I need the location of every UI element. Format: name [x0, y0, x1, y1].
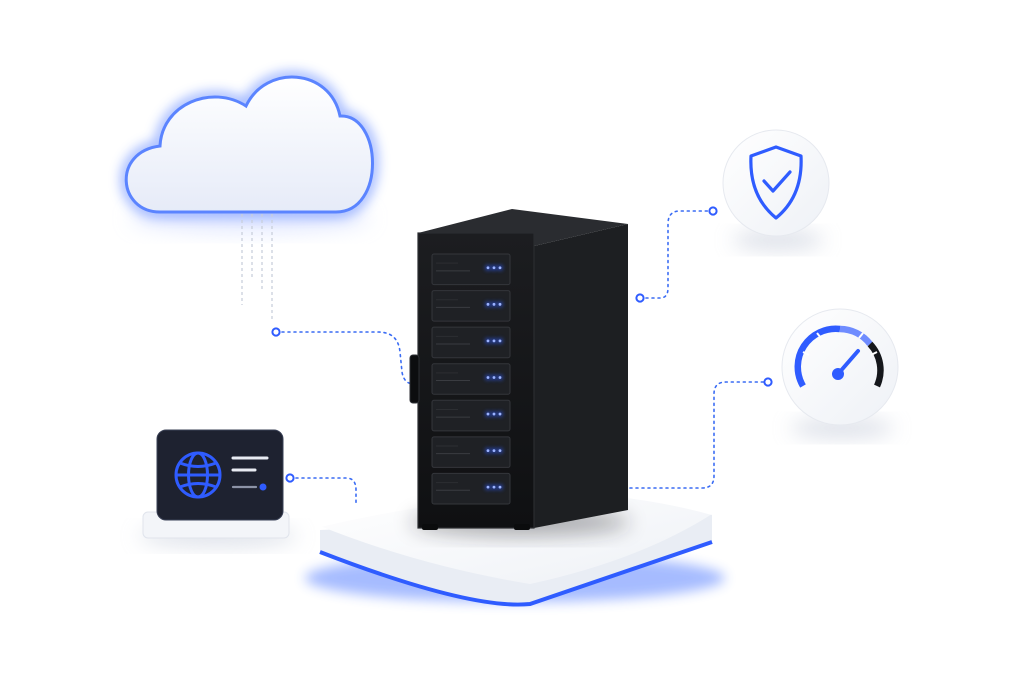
rack-unit	[431, 363, 511, 395]
cloud-icon	[124, 75, 374, 214]
status-led	[486, 339, 490, 343]
status-led	[498, 376, 502, 379]
rack-foot-left	[422, 524, 438, 530]
rack-foot-right	[514, 524, 530, 530]
security-node	[722, 129, 830, 249]
connector-endpoints	[271, 206, 773, 483]
server-rack	[409, 209, 630, 536]
panel-status-dot	[259, 483, 267, 491]
status-led	[498, 266, 502, 270]
rack-side	[534, 224, 628, 528]
connector-server-security	[639, 210, 713, 299]
rack-unit	[431, 472, 511, 505]
connector-cloud-server	[275, 331, 415, 385]
connector-lines	[275, 210, 769, 507]
status-led	[486, 449, 490, 453]
speedometer-icon	[794, 325, 884, 388]
status-led	[486, 266, 490, 270]
cloud-node	[121, 72, 378, 232]
status-led	[486, 302, 490, 306]
status-led	[492, 339, 496, 343]
rack-unit	[431, 253, 511, 286]
connector-network-server	[289, 477, 357, 507]
status-led	[486, 412, 490, 416]
globe-icon	[174, 451, 222, 499]
status-led	[492, 412, 496, 416]
rack-handle	[409, 354, 420, 404]
panel-text-lines	[231, 456, 269, 489]
status-led	[498, 449, 502, 453]
status-led	[486, 376, 490, 379]
status-led	[498, 302, 502, 306]
status-led	[492, 449, 496, 453]
status-led	[492, 376, 496, 379]
status-led	[498, 412, 502, 416]
status-led	[492, 266, 496, 270]
status-led	[492, 302, 496, 306]
cloud-connector	[241, 214, 273, 320]
status-led	[492, 485, 496, 489]
rack-unit	[431, 436, 511, 468]
performance-node	[781, 308, 899, 437]
rack-unit	[431, 326, 511, 359]
status-led	[498, 339, 502, 343]
rack-units	[431, 253, 511, 505]
rack-unit	[431, 399, 511, 432]
shield-check-icon	[749, 145, 803, 220]
status-led	[498, 485, 502, 489]
status-led	[486, 485, 490, 489]
rack-unit	[431, 290, 511, 322]
connector-server-performance	[629, 381, 769, 489]
network-node	[138, 429, 298, 546]
